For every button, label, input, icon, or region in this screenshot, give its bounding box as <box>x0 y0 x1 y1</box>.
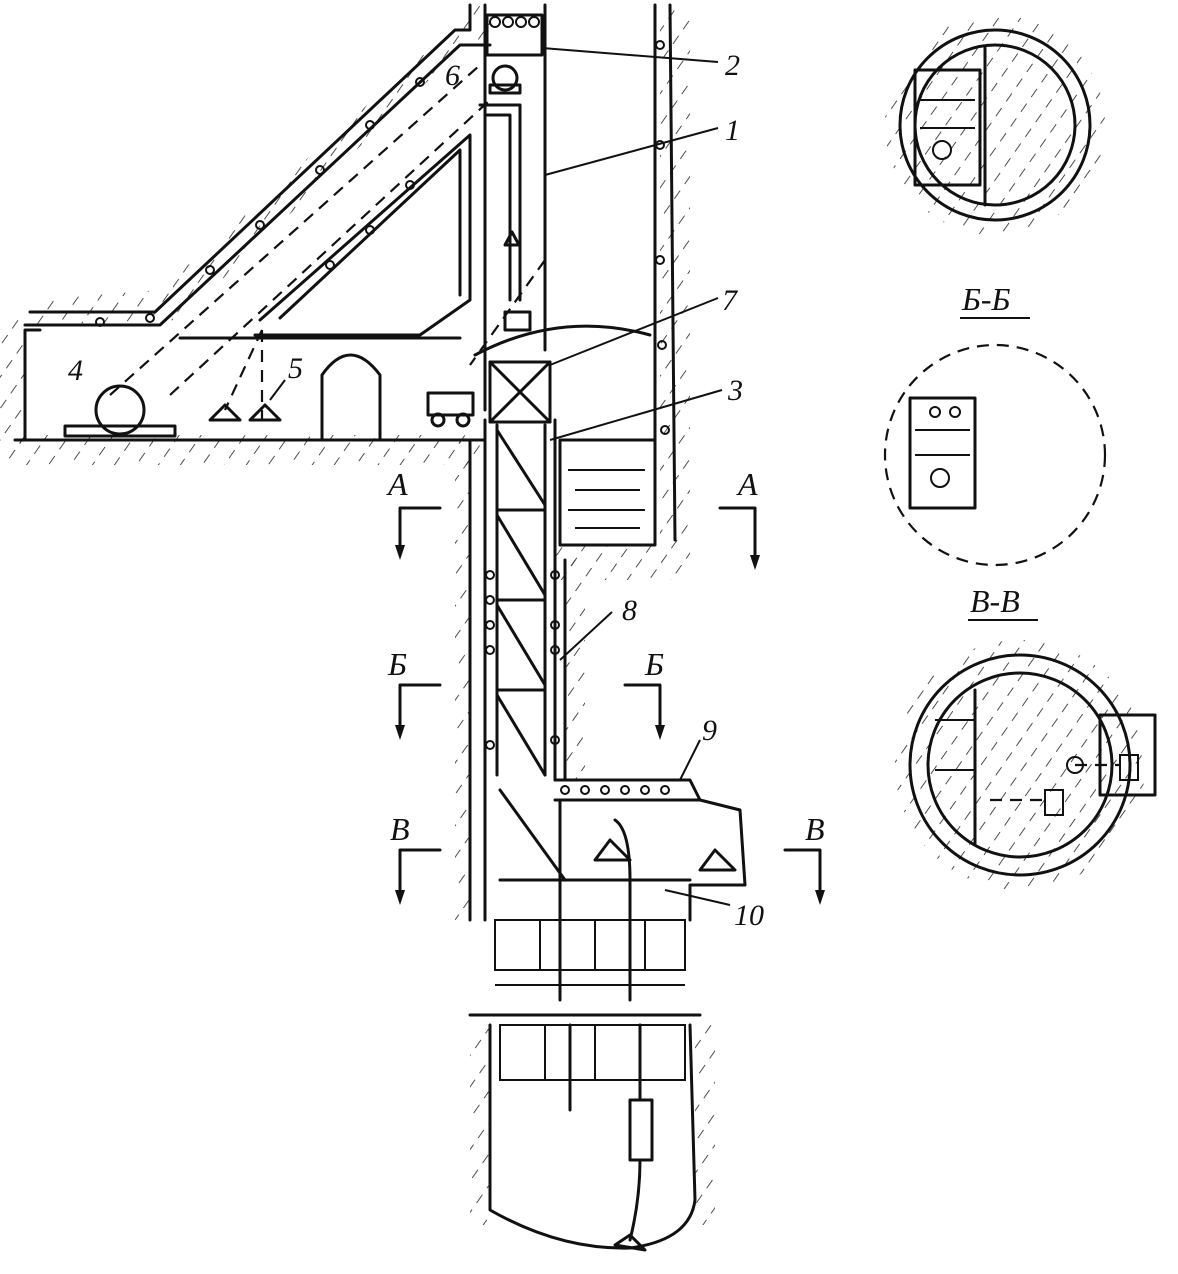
section-view-bb <box>883 343 1107 567</box>
section-mark-labels: А А Б Б В В Б-Б В-В <box>386 281 1038 847</box>
section-arrows <box>395 506 825 905</box>
section-view-top <box>885 15 1105 235</box>
water-tank <box>558 438 657 547</box>
label-5: 5 <box>288 352 303 385</box>
section-view-vv <box>895 640 1157 890</box>
section-title-bb: Б-Б <box>961 281 1011 317</box>
inclined-gallery <box>23 3 492 396</box>
section-mark-b-right: Б <box>644 646 664 682</box>
label-9: 9 <box>702 714 717 747</box>
main-shaft <box>469 3 677 542</box>
label-2: 2 <box>725 49 740 82</box>
label-4: 4 <box>68 354 83 387</box>
section-title-vv: В-В <box>970 583 1020 619</box>
label-8: 8 <box>622 594 637 627</box>
section-mark-a-left: А <box>386 466 408 502</box>
suspended-stage <box>455 360 585 922</box>
section-mark-v-right: В <box>805 811 825 847</box>
label-10: 10 <box>734 899 764 932</box>
section-mark-v-left: В <box>390 811 410 847</box>
callout-labels: 1 2 3 4 5 6 7 8 9 10 <box>68 49 764 932</box>
label-6: 6 <box>445 59 460 92</box>
section-mark-b-left: Б <box>387 646 407 682</box>
leader-lines <box>269 47 731 906</box>
label-3: 3 <box>727 374 743 407</box>
label-7: 7 <box>722 284 739 317</box>
loading-chamber <box>13 328 487 442</box>
shaft-bottom <box>468 778 747 1252</box>
section-mark-a-right: А <box>736 466 758 502</box>
ground-surface <box>0 5 690 580</box>
label-1: 1 <box>725 114 740 147</box>
